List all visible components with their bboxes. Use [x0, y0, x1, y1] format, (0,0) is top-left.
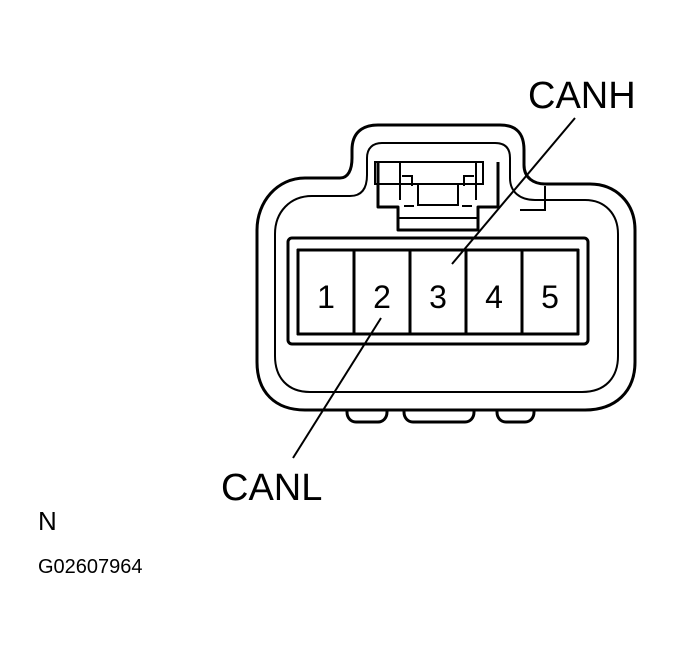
canl-label: CANL [221, 467, 322, 509]
figure-code: G02607964 [38, 556, 143, 578]
pin-number-5: 5 [541, 279, 559, 315]
pin-row: 1 2 3 4 5 [296, 248, 580, 336]
pin-cavity-frame-outer [286, 236, 590, 346]
pin-number-4: 4 [485, 279, 503, 315]
bottom-tabs [345, 410, 536, 424]
pin-number-2: 2 [373, 279, 391, 315]
canh-label: CANH [528, 75, 636, 117]
connector-housing-outer [255, 123, 637, 412]
pin-number-3: 3 [429, 279, 447, 315]
orientation-label: N [38, 506, 57, 536]
pin-number-1: 1 [317, 279, 335, 315]
pin-cell-5 [520, 248, 580, 336]
lock-latch [374, 161, 500, 232]
canh-leader-line [451, 117, 576, 265]
connector-housing-inner [274, 142, 619, 393]
housing-side-tab [520, 186, 546, 211]
canl-leader-line [292, 317, 382, 459]
